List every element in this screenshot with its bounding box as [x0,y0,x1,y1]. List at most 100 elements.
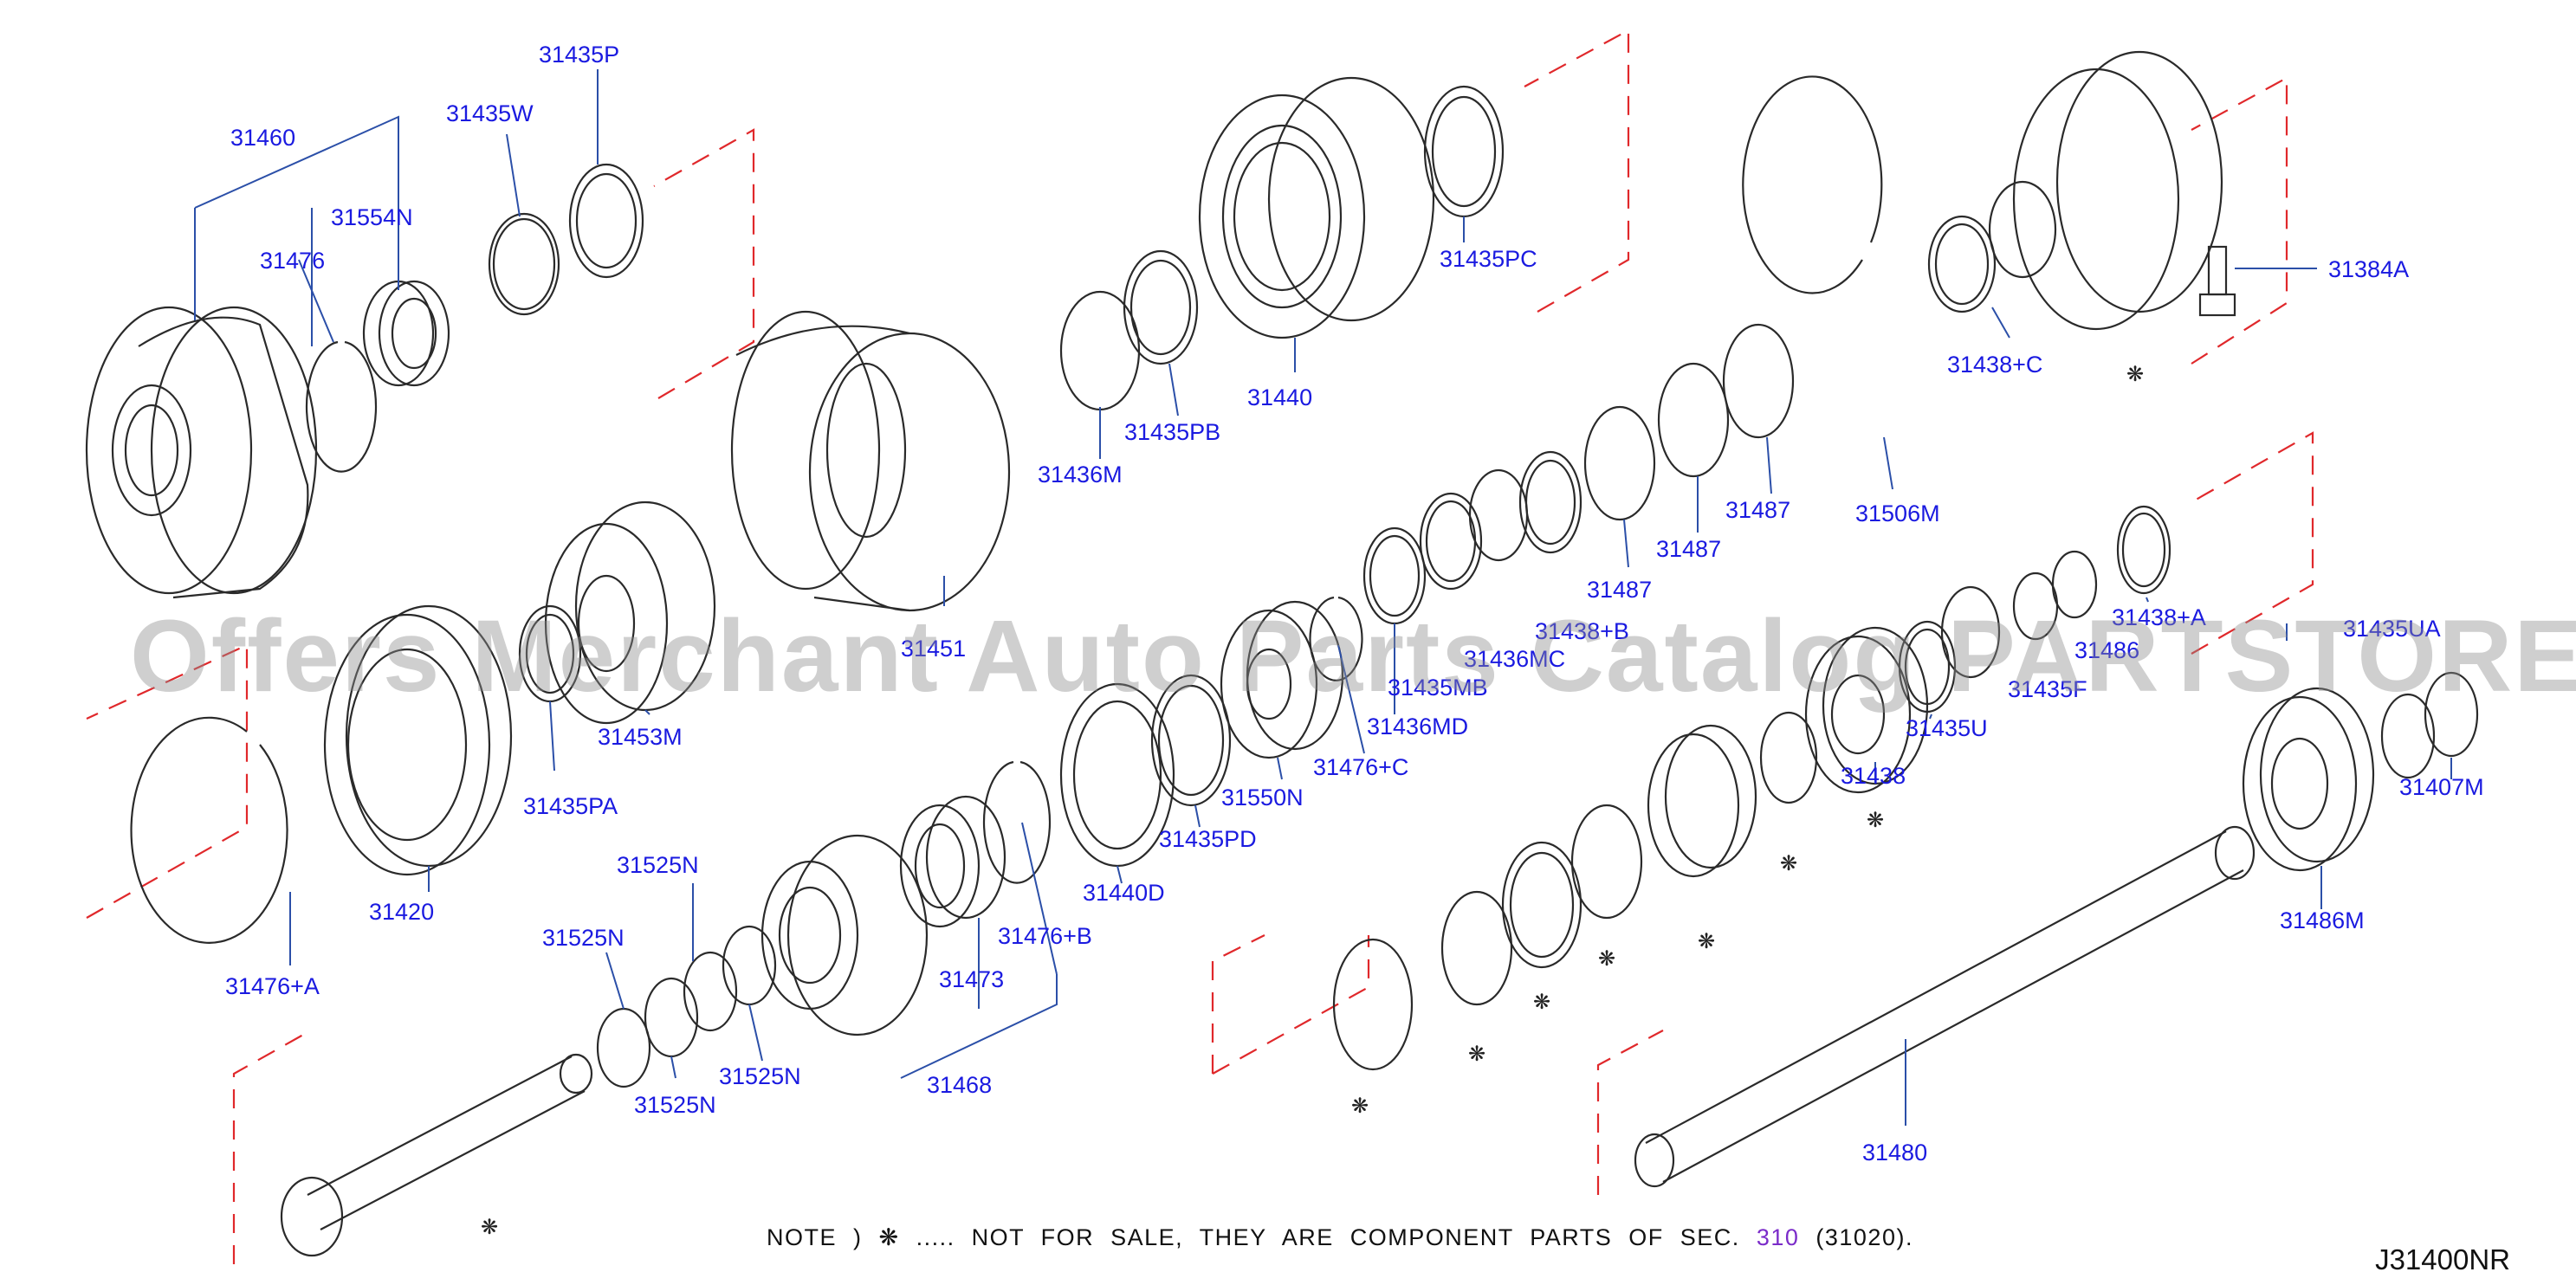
part-31486M-gear[interactable] [2242,687,2375,872]
part-31440-clutch-hub[interactable] [1198,76,1435,339]
part-31476-snap-ring[interactable] [305,340,378,473]
label-31554N[interactable]: 31554N [331,204,413,230]
label-31435P[interactable]: 31435P [539,42,619,68]
part-31438C-thrust-bearing[interactable] [1927,215,1997,313]
label-31435MB[interactable]: 31435MB [1388,675,1488,701]
not-for-sale-marker: ❋ [1351,1095,1369,1118]
label-31435PA[interactable]: 31435PA [523,793,618,819]
part-31435PB-thrust-bearing[interactable] [1123,249,1199,365]
label-31435W[interactable]: 31435W [446,100,534,126]
label-31440D[interactable]: 31440D [1083,880,1165,906]
label-31407M[interactable]: 31407M [2399,774,2484,800]
label-31438[interactable]: 31438 [1841,763,1906,789]
part-31550N-carrier[interactable] [1220,600,1344,759]
part-31436MC-ring[interactable] [1419,492,1483,591]
label-31438A[interactable]: 31438+A [2112,604,2206,630]
part-31460-drum[interactable] [85,306,318,599]
label-31460[interactable]: 31460 [230,125,295,151]
footnote: NOTE ) ❋ ..... NOT FOR SALE, THEY ARE CO… [767,1224,1913,1251]
part-lower-components[interactable] [1332,711,1818,1071]
label-31436M[interactable]: 31436M [1038,462,1123,488]
label-31420[interactable]: 31420 [369,899,434,925]
part-oil-pump-housing[interactable] [1988,50,2223,331]
part-31435PC-thrust-bearing[interactable] [1423,85,1505,218]
footnote-suffix: (31020). [1815,1224,1913,1250]
part-31435PD-thrust-bearing[interactable] [1150,674,1232,807]
not-for-sale-marker: ❋ [1468,1043,1485,1066]
part-31435P-thrust-bearing[interactable] [568,163,644,279]
label-31487-a[interactable]: 31487 [1725,497,1790,523]
part-31453M-carrier[interactable] [544,500,716,725]
not-for-sale-marker: ❋ [1698,930,1715,953]
label-31476C[interactable]: 31476+C [1313,754,1408,780]
part-31407M-bearing[interactable] [2380,671,2479,779]
part-31435W-ring[interactable] [488,212,560,316]
part-output-shaft-31480[interactable] [1634,825,2256,1188]
section-link[interactable]: 310 [1756,1224,1800,1250]
part-31476A-snap-ring[interactable] [130,716,288,944]
part-31436MD-ring[interactable] [1362,526,1427,625]
label-31435PD[interactable]: 31435PD [1159,826,1257,852]
label-31476A[interactable]: 31476+A [225,973,320,999]
part-31476C-snap-ring[interactable] [1309,596,1363,681]
label-31525N-d[interactable]: 31525N [634,1092,716,1118]
not-for-sale-marker: ❋ [2126,363,2144,386]
part-31435PA-thrust-bearing[interactable] [518,604,582,703]
label-31486M[interactable]: 31486M [2280,907,2365,933]
part-31525N-rings[interactable] [596,925,777,1088]
part-31435MB-ring[interactable] [1468,468,1529,562]
label-31435PB[interactable]: 31435PB [1124,419,1220,445]
part-31473-bearing[interactable] [899,795,1006,928]
label-31487-b[interactable]: 31487 [1656,536,1721,562]
label-31436MD[interactable]: 31436MD [1367,714,1468,739]
not-for-sale-marker: ❋ [1598,947,1615,971]
label-31453M[interactable]: 31453M [598,724,683,750]
diagram-code: J31400NR [2375,1243,2510,1275]
part-31476B-snap-ring[interactable] [982,760,1052,884]
label-31525N-c[interactable]: 31525N [719,1063,801,1089]
part-31487-rings[interactable] [1583,323,1795,521]
not-for-sale-marker: ❋ [481,1216,498,1239]
label-31440[interactable]: 31440 [1247,384,1312,410]
label-31438B[interactable]: 31438+B [1535,618,1629,644]
not-for-sale-marker: ❋ [1533,991,1550,1014]
part-31506M-snap-ring[interactable] [1742,75,1883,294]
part-31384A-bolt[interactable] [2198,245,2236,317]
label-31480[interactable]: 31480 [1862,1140,1927,1166]
not-for-sale-marker: ❋ [1867,809,1884,832]
part-31436M-plate[interactable] [1059,290,1141,411]
label-31487-c[interactable]: 31487 [1587,577,1652,603]
not-for-sale-marker: ❋ [1780,852,1797,875]
label-31525N-b[interactable]: 31525N [542,925,625,951]
label-31476[interactable]: 31476 [260,248,325,274]
label-31525N-a[interactable]: 31525N [617,852,699,878]
label-31550N[interactable]: 31550N [1221,785,1304,810]
label-31506M[interactable]: 31506M [1855,500,1940,526]
part-31486-rings[interactable] [2012,550,2098,641]
part-31438A-thrust-bearing[interactable] [2116,505,2171,595]
not-for-sale-markers: ❋ ❋ ❋ ❋ ❋ ❋ ❋ ❋ ❋ [481,363,2144,1239]
label-31451[interactable]: 31451 [901,636,966,662]
part-31420-ring-gear[interactable] [323,604,513,876]
label-31435PC[interactable]: 31435PC [1440,246,1537,272]
label-31438C[interactable]: 31438+C [1947,352,2042,378]
part-31468-drum[interactable] [761,834,929,1036]
label-31435U[interactable]: 31435U [1906,715,1988,741]
label-31435UA[interactable]: 31435UA [2343,616,2441,642]
label-31476B[interactable]: 31476+B [998,923,1092,949]
label-31384A[interactable]: 31384A [2328,256,2409,282]
part-labels: 31460 31476 31554N 31435W 31435P 31435PC… [225,42,2484,1166]
part-31451-drum[interactable] [730,310,1011,612]
leader-lines [194,69,2452,1126]
part-31554N-bearing[interactable] [362,280,450,387]
part-input-shaft[interactable] [280,1053,593,1257]
label-31436MC[interactable]: 31436MC [1464,646,1565,672]
part-31435F-ring[interactable] [1940,585,2001,679]
label-31468[interactable]: 31468 [927,1072,992,1098]
part-31438B-thrust-bearing[interactable] [1518,450,1582,554]
label-31473[interactable]: 31473 [939,966,1004,992]
footnote-text: NOTE ) ❋ ..... NOT FOR SALE, THEY ARE CO… [767,1224,1740,1250]
label-31435F[interactable]: 31435F [2008,676,2087,702]
label-31486[interactable]: 31486 [2074,637,2139,663]
